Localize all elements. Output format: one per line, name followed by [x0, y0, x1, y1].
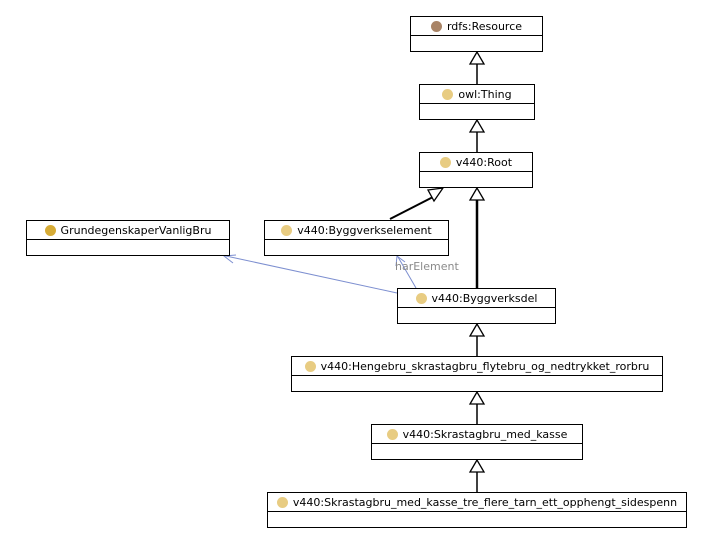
subclass-arrowhead-resource [468, 50, 486, 65]
subclass-arrowhead-hengebru [468, 390, 486, 405]
relation-arrowhead-grundegenskaper [222, 254, 237, 264]
class-node-skrastagbru-tre-tarn[interactable]: v440:Skrastagbru_med_kasse_tre_flere_tar… [267, 492, 687, 528]
class-label: rdfs:Resource [446, 19, 523, 33]
class-circle-icon [430, 20, 442, 32]
class-label: v440:Byggverksdel [431, 291, 538, 305]
class-node-byggverkselement[interactable]: v440:Byggverkselement [264, 220, 449, 256]
class-circle-icon [415, 292, 427, 304]
subclass-edge-byggverkselement-root [389, 196, 434, 220]
class-label: v440:Byggverkselement [297, 223, 432, 237]
class-circle-icon [439, 156, 451, 168]
class-label: v440:Hengebru_skrastagbru_flytebru_og_ne… [320, 359, 650, 373]
class-label: v440:Skrastagbru_med_kasse_tre_flere_tar… [292, 495, 678, 509]
subclass-arrowhead-byggverksdel [468, 322, 486, 337]
class-circle-icon [442, 88, 454, 100]
subclass-arrowhead-root-right [468, 186, 486, 201]
class-circle-icon [304, 360, 316, 372]
class-node-rdfs-resource[interactable]: rdfs:Resource [410, 16, 543, 52]
class-node-v440-root[interactable]: v440:Root [419, 152, 533, 188]
class-circle-icon [44, 224, 56, 236]
class-node-byggverksdel[interactable]: v440:Byggverksdel [397, 288, 556, 324]
class-node-hengebru[interactable]: v440:Hengebru_skrastagbru_flytebru_og_ne… [291, 356, 663, 392]
relation-edge-harelement [397, 256, 417, 289]
relation-edge-grundegenskaper [225, 255, 398, 294]
subclass-arrowhead-root-left [426, 187, 445, 203]
subclass-arrowhead-kasse [468, 458, 486, 473]
class-node-grundegenskaper[interactable]: GrundegenskaperVanligBru [26, 220, 230, 256]
edge-label-harelement: harElement [395, 260, 459, 273]
class-node-skrastagbru-med-kasse[interactable]: v440:Skrastagbru_med_kasse [371, 424, 583, 460]
subclass-arrowhead-thing [468, 118, 486, 133]
class-label: owl:Thing [458, 87, 512, 101]
class-label: GrundegenskaperVanligBru [60, 223, 212, 237]
class-label: v440:Root [455, 155, 513, 169]
class-node-owl-thing[interactable]: owl:Thing [419, 84, 535, 120]
class-label: v440:Skrastagbru_med_kasse [402, 427, 568, 441]
class-circle-icon [276, 496, 288, 508]
class-circle-icon [386, 428, 398, 440]
class-circle-icon [281, 224, 293, 236]
relation-arrowhead-harelement [395, 255, 406, 267]
